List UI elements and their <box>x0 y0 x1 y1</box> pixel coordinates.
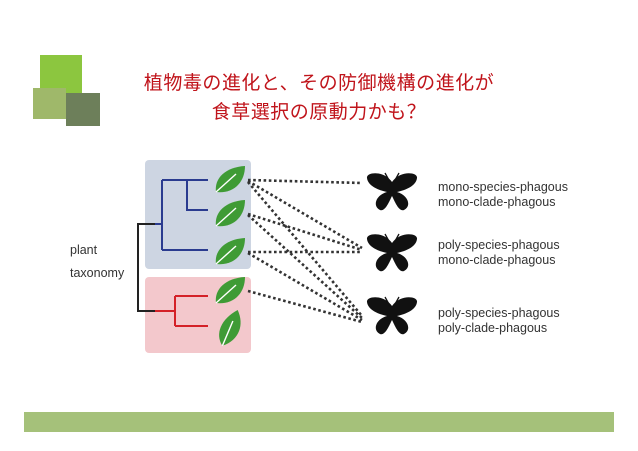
butterfly-label-2: poly-species-phagous mono-clade-phagous <box>438 238 560 268</box>
link-leaf2-bf2 <box>247 212 363 252</box>
butterfly-label-3: poly-species-phagous poly-clade-phagous <box>438 306 560 336</box>
taxonomy-label: taxonomy <box>70 266 125 280</box>
plant-label: plant <box>70 243 98 257</box>
link-leaf4-bf3 <box>247 289 363 324</box>
link-leaf3-bf3 <box>247 251 363 322</box>
decor-square-mid <box>33 88 66 119</box>
butterfly-label-3-line1: poly-species-phagous <box>438 306 560 320</box>
link-leaf1-bf2 <box>247 179 363 250</box>
butterfly-label-2-line1: poly-species-phagous <box>438 238 560 252</box>
butterfly-label-1-line1: mono-species-phagous <box>438 180 568 194</box>
butterfly-label-3-line2: poly-clade-phagous <box>438 321 548 335</box>
tree-root <box>137 223 155 312</box>
butterflies <box>366 172 418 335</box>
link-leaf2-bf3 <box>247 214 363 319</box>
decor-square-dark <box>66 93 100 126</box>
slide-title-line2: 食草選択の原動力かも？ <box>211 101 427 123</box>
slide-title-line1: 植物毒の進化と、その防御機構の進化が <box>143 72 495 94</box>
butterfly-label-2-line2: mono-clade-phagous <box>438 253 556 267</box>
tree-clade-blue <box>155 179 208 251</box>
footer-bar <box>24 412 614 432</box>
butterfly-icon <box>366 233 418 272</box>
link-leaf1-bf3 <box>247 181 363 317</box>
tree-clade-red <box>155 295 208 327</box>
butterfly-label-1: mono-species-phagous mono-clade-phagous <box>438 180 568 210</box>
host-links <box>247 178 363 324</box>
butterfly-icon <box>366 172 418 211</box>
link-leaf1-bf1 <box>247 178 363 185</box>
butterfly-label-1-line2: mono-clade-phagous <box>438 195 556 209</box>
butterfly-icon <box>366 296 418 335</box>
